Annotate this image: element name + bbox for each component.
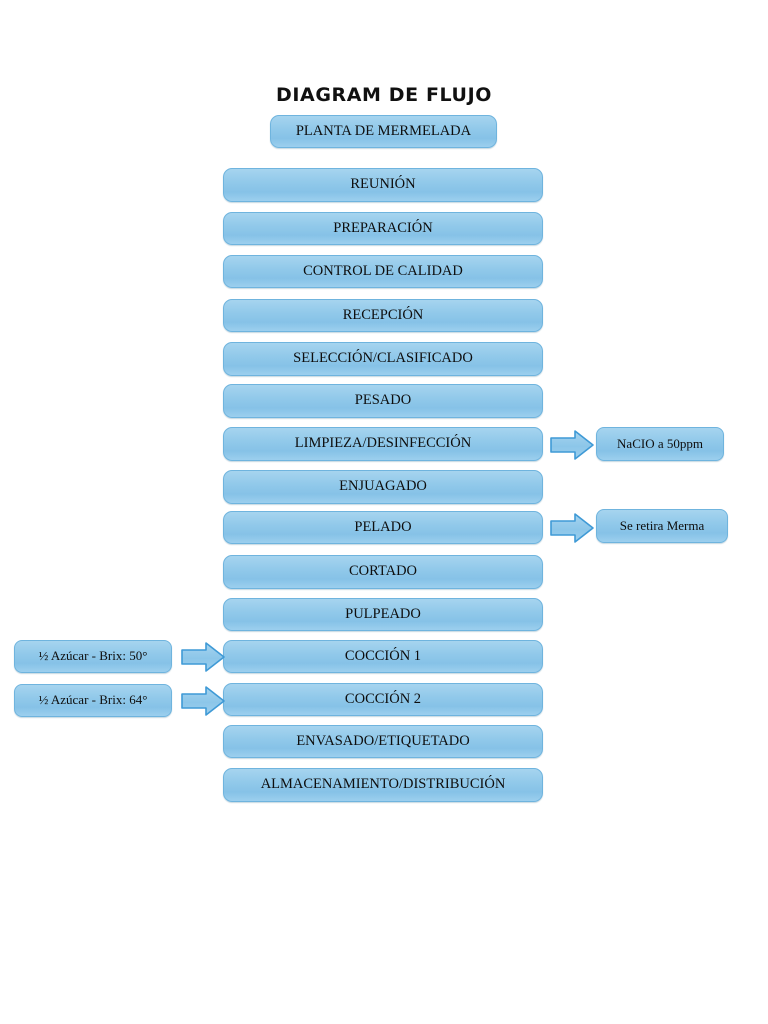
header-box-planta-de-mermelada[interactable]: PLANTA DE MERMELADA xyxy=(270,115,497,148)
process-box-coccion-2[interactable]: COCCIÓN 2 xyxy=(223,683,543,716)
block-arrow-right-icon xyxy=(550,430,594,460)
arrow-right-nacio xyxy=(550,429,594,461)
note-box-se-retira-merma[interactable]: Se retira Merma xyxy=(596,509,728,543)
block-arrow-right-icon xyxy=(181,686,225,716)
process-box-almacenamiento-distribucion[interactable]: ALMACENAMIENTO/DISTRIBUCIÓN xyxy=(223,768,543,802)
process-box-cortado[interactable]: CORTADO xyxy=(223,555,543,589)
process-box-envasado-etiquetado[interactable]: ENVASADO/ETIQUETADO xyxy=(223,725,543,758)
process-box-pesado[interactable]: PESADO xyxy=(223,384,543,418)
note-box-azucar-brix-50[interactable]: ½ Azúcar - Brix: 50° xyxy=(14,640,172,673)
process-box-recepcion[interactable]: RECEPCIÓN xyxy=(223,299,543,332)
process-box-seleccion-clasificado[interactable]: SELECCIÓN/CLASIFICADO xyxy=(223,342,543,376)
arrow-left-brix-64 xyxy=(181,685,225,717)
process-box-pulpeado[interactable]: PULPEADO xyxy=(223,598,543,631)
process-box-reunion[interactable]: REUNIÓN xyxy=(223,168,543,202)
note-box-nacio-50ppm[interactable]: NaCIO a 50ppm xyxy=(596,427,724,461)
block-arrow-right-icon xyxy=(550,513,594,543)
process-box-coccion-1[interactable]: COCCIÓN 1 xyxy=(223,640,543,673)
process-box-limpieza-desinfeccion[interactable]: LIMPIEZA/DESINFECCIÓN xyxy=(223,427,543,461)
block-arrow-right-icon xyxy=(181,642,225,672)
process-box-enjuagado[interactable]: ENJUAGADO xyxy=(223,470,543,504)
process-box-pelado[interactable]: PELADO xyxy=(223,511,543,544)
process-box-preparacion[interactable]: PREPARACIÓN xyxy=(223,212,543,245)
arrow-left-brix-50 xyxy=(181,641,225,673)
page-title: DIAGRAM DE FLUJO xyxy=(275,84,493,106)
arrow-right-merma xyxy=(550,512,594,544)
note-box-azucar-brix-64[interactable]: ½ Azúcar - Brix: 64° xyxy=(14,684,172,717)
process-box-control-de-calidad[interactable]: CONTROL DE CALIDAD xyxy=(223,255,543,288)
